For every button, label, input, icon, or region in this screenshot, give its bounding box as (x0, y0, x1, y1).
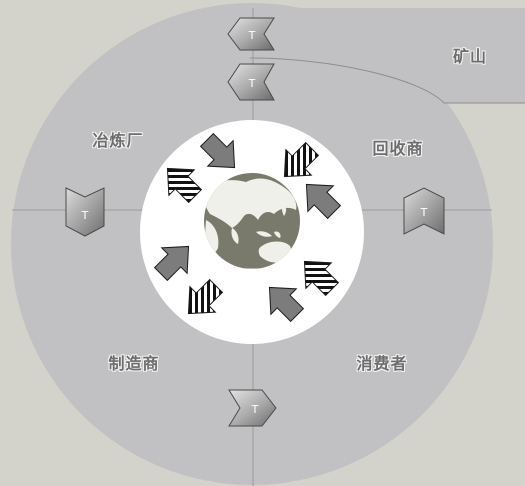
transport-badge-label: T (420, 206, 428, 219)
mine-region-border (249, 57, 525, 104)
transport-chevron-left: T (65, 187, 105, 237)
transport-chevron-bottom: T (228, 389, 277, 427)
mine-region (250, 8, 525, 103)
label-recycler: 回收商 (372, 139, 424, 158)
globe-icon (204, 173, 300, 269)
label-mine: 矿山 (452, 47, 488, 66)
transport-badge-label: T (251, 403, 259, 416)
transport-badge-label: T (248, 77, 256, 90)
transport-chevron-top-2: T (227, 63, 275, 101)
transport-badge-label: T (81, 209, 89, 222)
label-manufacturer: 制造商 (108, 354, 160, 373)
transport-badge-label: T (248, 29, 256, 42)
label-consumer: 消费者 (356, 354, 408, 373)
transport-chevron-right: T (403, 187, 445, 235)
label-smelter: 冶炼厂 (92, 131, 144, 150)
transport-chevron-top-1: T (227, 17, 275, 51)
